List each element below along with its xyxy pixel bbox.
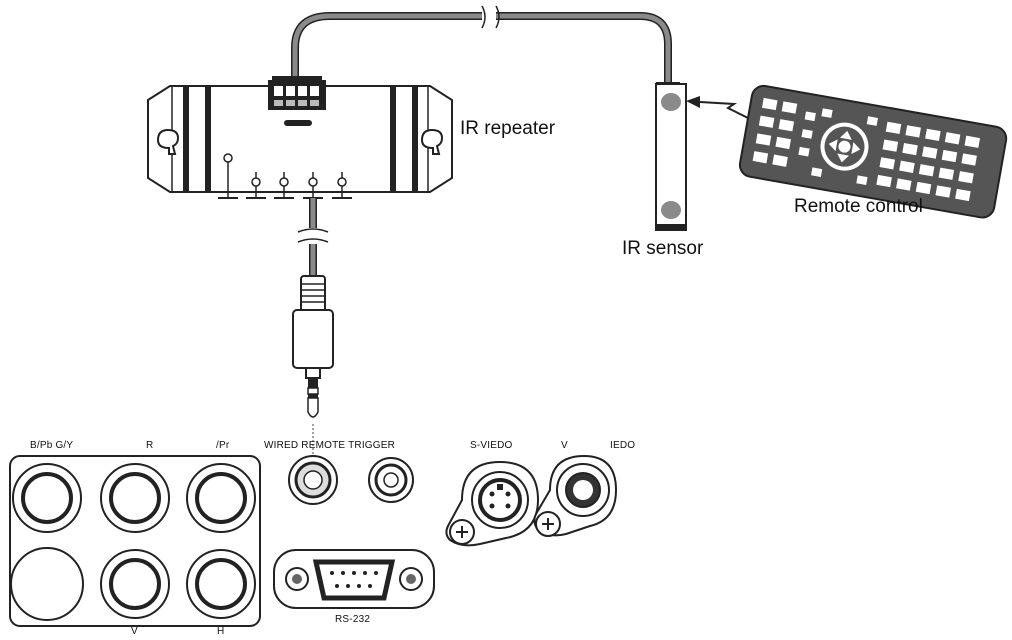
- wired-remote-trigger-label: WIRED REMOTE TRIGGER: [264, 440, 396, 451]
- ir-sensor-device: [655, 82, 687, 231]
- s-video-port: [445, 460, 540, 547]
- mount-hole-right-icon: [420, 128, 444, 155]
- rs232-label: RS-232: [335, 614, 371, 625]
- video-port: [533, 454, 618, 537]
- iedo-label: IEDO: [610, 440, 636, 451]
- trigger-jack: [368, 457, 414, 503]
- rca-jack-h: [186, 549, 256, 619]
- rca-jack-v: [100, 549, 170, 619]
- ir-repeater-device: [147, 76, 453, 199]
- wired-remote-jack: [288, 455, 338, 505]
- s-video-label: S-VIEDO: [470, 440, 513, 451]
- r-label: R: [146, 440, 154, 451]
- rs232-port: [273, 549, 435, 609]
- h-bottom-label: H: [217, 626, 225, 637]
- v-bottom-label: V: [131, 626, 138, 637]
- ir-sensor-label: IR sensor: [622, 238, 704, 259]
- component-input-panel: [9, 455, 261, 627]
- ir-signal-icon: [686, 96, 749, 119]
- trigger-cable: [297, 198, 329, 278]
- terminal-block: [268, 76, 326, 126]
- bph-gy-label: B/Pb G/Y: [30, 440, 74, 451]
- ir-repeater-label: IR repeater: [460, 118, 556, 139]
- mini-jack-plug: [292, 275, 334, 478]
- v-top-label: V: [561, 440, 568, 451]
- mount-hole-left-icon: [156, 128, 180, 155]
- rca-jack-bpb: [12, 463, 82, 533]
- rca-jack-r: [100, 463, 170, 533]
- rca-jack-pr: [186, 463, 256, 533]
- sensor-cable: [291, 5, 672, 82]
- output-jacks: [246, 172, 352, 199]
- large-round-port: [10, 547, 84, 621]
- led-indicator-icon: [218, 153, 238, 199]
- remote-control-device: [738, 84, 1008, 219]
- remote-control-label: Remote control: [794, 196, 923, 217]
- pr-label: /Pr: [216, 440, 230, 451]
